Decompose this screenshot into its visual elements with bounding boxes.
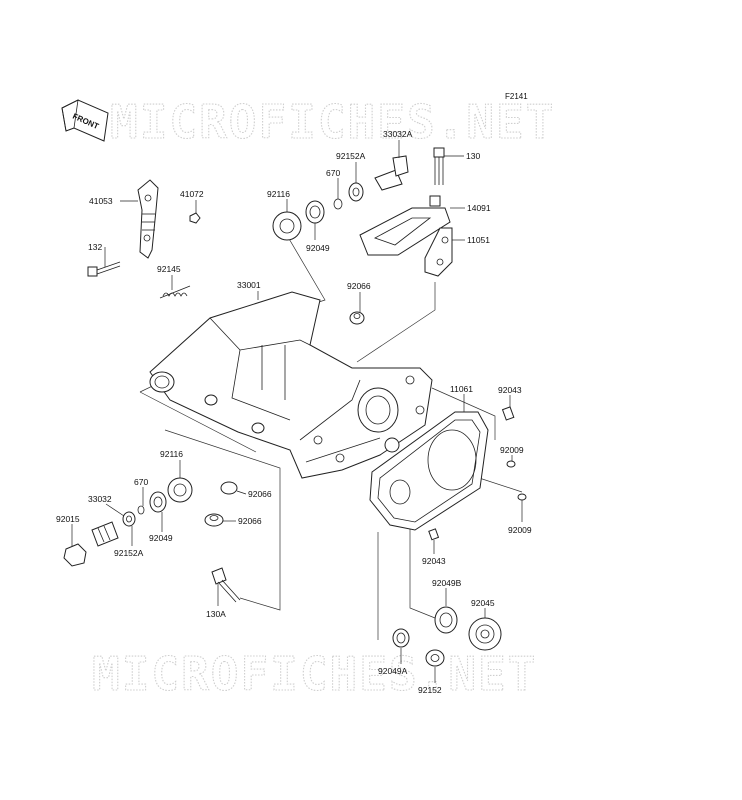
label-33001: 33001 (237, 280, 261, 290)
adjusting-pin-lower (91, 521, 119, 547)
plug-92066-low (204, 513, 224, 527)
label-92043-top: 92043 (498, 385, 522, 395)
label-92066-mid: 92066 (248, 489, 272, 499)
label-33032A: 33032A (383, 129, 413, 139)
watermark-top: MICROFICHES.NET (110, 95, 555, 149)
linkage-plate (359, 195, 451, 256)
brake-lever-arm (137, 179, 159, 259)
label-92116-top: 92116 (267, 189, 290, 199)
label-92145: 92145 (157, 264, 181, 274)
label-670-bottom: 670 (134, 477, 148, 487)
label-130: 130 (466, 151, 480, 161)
bolt-92009-b (517, 493, 527, 501)
bolt-130a (211, 567, 241, 603)
label-92152A-bottom: 92152A (114, 548, 144, 558)
label-92116-bottom: 92116 (160, 449, 183, 459)
seal-92049a (392, 628, 410, 648)
adjusting-pin-upper (374, 155, 409, 191)
label-14091: 14091 (467, 203, 491, 213)
watermark-bottom: MICROFICHES.NET (92, 647, 537, 701)
nut-92015 (63, 543, 87, 567)
label-92009-a: 92009 (500, 445, 524, 455)
label-41072: 41072 (180, 189, 204, 199)
label-130A: 130A (206, 609, 226, 619)
collar-92152 (425, 649, 445, 667)
label-92049-bottom: 92049 (149, 533, 173, 543)
dowel-92043-bottom (428, 528, 440, 541)
spring-92145 (159, 285, 191, 299)
diagram-code: F2141 (505, 92, 528, 101)
mounting-bracket (424, 227, 453, 277)
label-92152: 92152 (418, 685, 442, 695)
label-33032: 33032 (88, 494, 112, 504)
label-92066-low: 92066 (238, 516, 262, 526)
part-labels: 33032A 130 92152A 670 92116 92049 14091 … (56, 129, 532, 695)
cover-gasket (369, 411, 489, 531)
label-92049B: 92049B (432, 578, 462, 588)
plug-92066-mid (220, 481, 238, 495)
label-11061: 11061 (450, 384, 473, 394)
seal-92049b (434, 606, 458, 634)
label-670-top: 670 (326, 168, 340, 178)
swing-arm-housing (149, 291, 433, 479)
label-132: 132 (88, 242, 102, 252)
bolt-130 (433, 147, 445, 185)
label-92045: 92045 (471, 598, 495, 608)
label-92009-b: 92009 (508, 525, 532, 535)
lower-bearing-stack (122, 477, 193, 527)
front-arrow-icon: FRONT (61, 99, 109, 142)
bolt-132 (87, 261, 121, 277)
label-92015: 92015 (56, 514, 80, 524)
label-92066-top: 92066 (347, 281, 371, 291)
label-11051: 11051 (467, 235, 490, 245)
bearing-92045 (468, 617, 502, 651)
plug-92066-top (349, 311, 365, 325)
dowel-92043-top (501, 406, 515, 421)
label-92049A: 92049A (378, 666, 408, 676)
label-92152A-top: 92152A (336, 151, 366, 161)
label-41053: 41053 (89, 196, 113, 206)
leader-lines (71, 140, 523, 683)
label-92049-top: 92049 (306, 243, 330, 253)
nut-41072 (189, 212, 201, 224)
label-92043-bottom: 92043 (422, 556, 446, 566)
bolt-92009-a (506, 460, 516, 468)
